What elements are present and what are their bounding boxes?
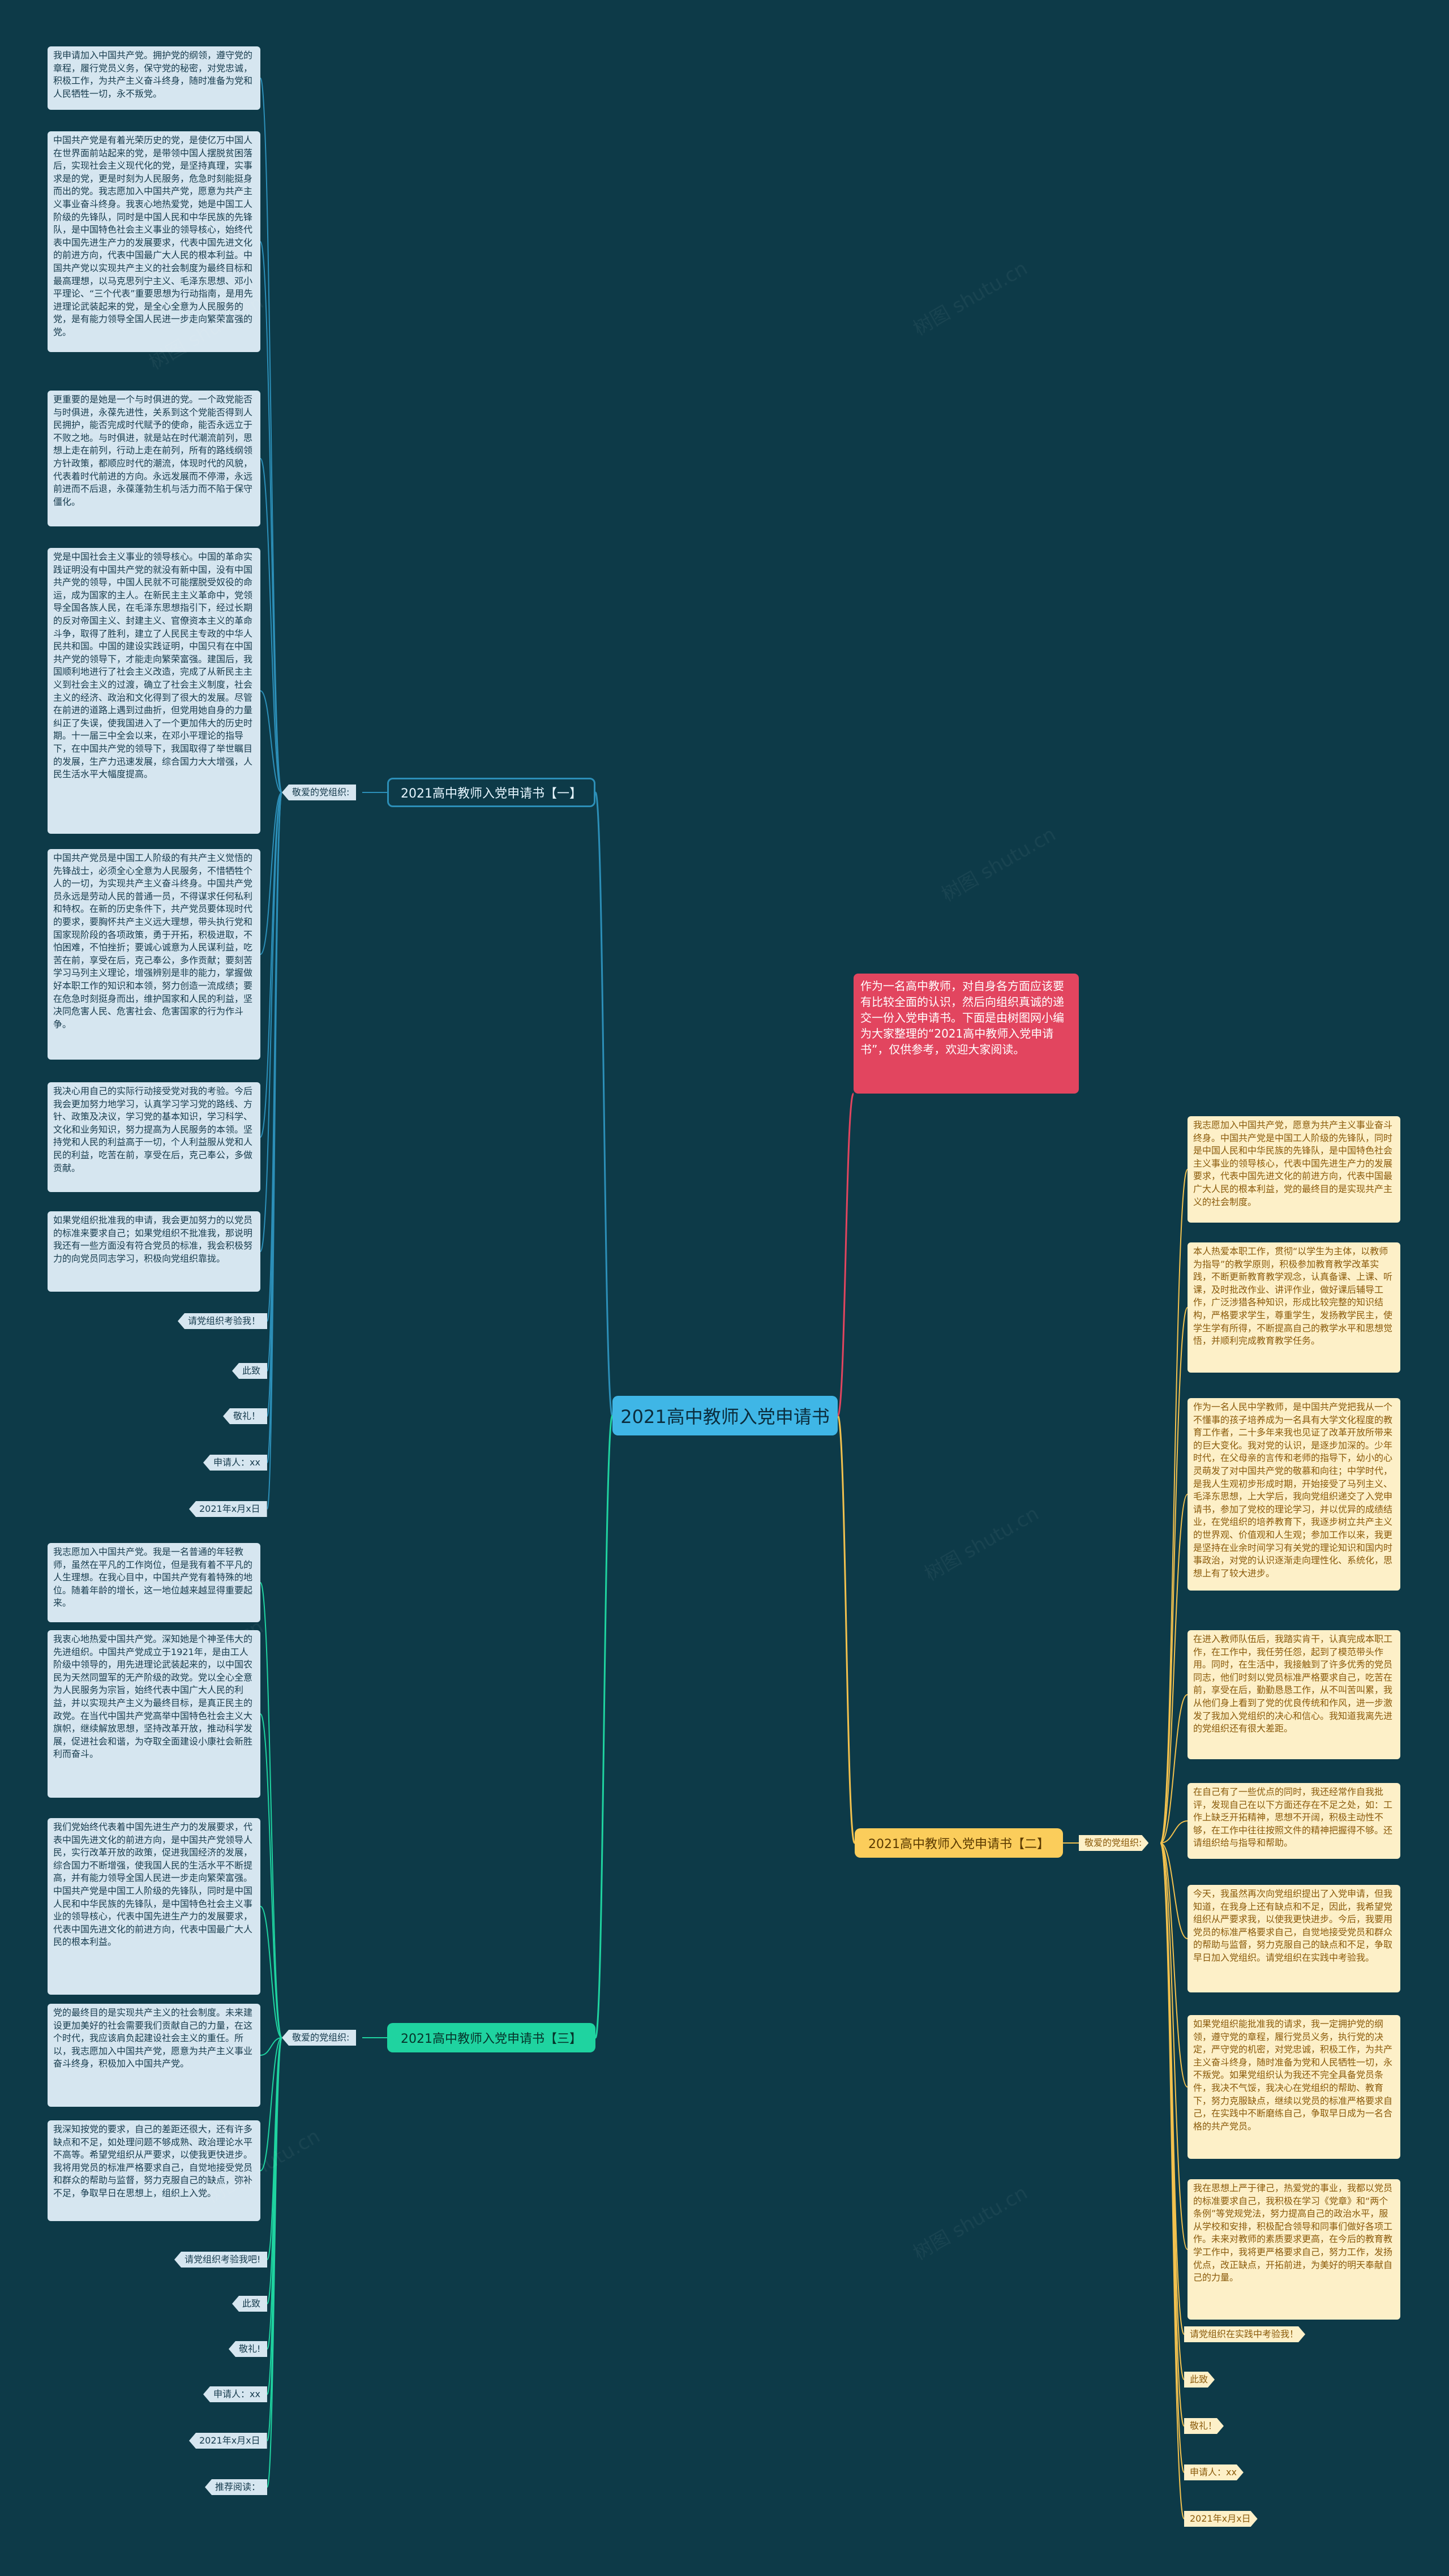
branch3-closing[interactable]: 敬礼!: [229, 2341, 268, 2357]
branch-1-title[interactable]: 2021高中教师入党申请书【一】: [387, 778, 595, 807]
branch1-closing[interactable]: 申请人：xx: [203, 1455, 267, 1471]
branch1-paragraph[interactable]: 中国共产党员是中国工人阶级的有共产主义觉悟的先锋战士，必须全心全意为人民服务，不…: [48, 849, 260, 1060]
branch3-closing[interactable]: 2021年x月x日: [189, 2433, 267, 2449]
branch2-leaf-edge: [1160, 1169, 1188, 1844]
branch3-leaf-edge: [260, 1713, 282, 2038]
branch2-paragraph[interactable]: 作为一名人民中学教师，是中国共产党把我从一个不懂事的孩子培养成为一名具有大学文化…: [1188, 1398, 1400, 1591]
branch1-paragraph[interactable]: 如果党组织批准我的申请，我会更加努力的以党员的标准来要求自己；如果党组织不批准我…: [48, 1211, 260, 1292]
branch3-leaf-edge: [260, 1906, 282, 2038]
branch2-paragraph[interactable]: 如果党组织能批准我的请求，我一定拥护党的纲领，遵守党的章程，履行党员义务，执行党…: [1188, 2015, 1400, 2159]
branch1-paragraph[interactable]: 我申请加入中国共产党。拥护党的纲领，遵守党的章程，履行党员义务，保守党的秘密，对…: [48, 46, 260, 110]
branch1-leaf-edge: [260, 792, 282, 955]
branch1-closing[interactable]: 2021年x月x日: [189, 1501, 267, 1517]
branch1-leaf-edge: [260, 78, 282, 793]
branch2-leaf-edge: [1160, 1842, 1188, 2088]
branch2-closing[interactable]: 敬礼！: [1184, 2418, 1224, 2434]
branch2-leaf-edge: [1160, 1694, 1188, 1844]
branch2-paragraph[interactable]: 在自己有了一些优点的同时，我还经常作自我批评，发现自己在以下方面还存在不足之处，…: [1188, 1783, 1400, 1859]
branch1-paragraph[interactable]: 更重要的是她是一个与时俱进的党。一个政党能否与时俱进，永葆先进性，关系到这个党能…: [48, 391, 260, 526]
branch3-leaf-edge: [267, 2037, 282, 2488]
branch3-closing[interactable]: 申请人：xx: [203, 2386, 267, 2402]
root-node[interactable]: 2021高中教师入党申请书: [612, 1396, 838, 1435]
branch3-leaf-edge: [260, 2037, 282, 2171]
edge-root-branch1: [594, 791, 614, 1417]
branch1-closing[interactable]: 请党组织考验我！: [178, 1313, 268, 1329]
branch2-paragraph[interactable]: 本人热爱本职工作，贯彻“以学生为主体，以教师为指导”的教学原则，积极参加教育教学…: [1188, 1242, 1400, 1373]
branch-3-title[interactable]: 2021高中教师入党申请书【三】: [387, 2023, 595, 2052]
branch-2-salutation[interactable]: 敬爱的党组织:: [1079, 1835, 1148, 1851]
branch1-leaf-edge: [260, 458, 282, 793]
branch3-closing[interactable]: 此致: [232, 2296, 268, 2312]
branch2-leaf-edge: [1160, 1494, 1188, 1844]
branch1-closing[interactable]: 此致: [232, 1363, 268, 1379]
branch3-paragraph[interactable]: 我志愿加入中国共产党。我是一名普通的年轻教师，虽然在平凡的工作岗位，但是我有着不…: [48, 1543, 260, 1622]
branch-1-salutation[interactable]: 敬爱的党组织:: [282, 785, 357, 800]
branch3-closing[interactable]: 推荐阅读：: [205, 2479, 268, 2495]
branch3-paragraph[interactable]: 我们党始终代表着中国先进生产力的发展要求，代表中国先进文化的前进方向，是中国共产…: [48, 1818, 260, 1995]
branch3-closing[interactable]: 请党组织考验我吧!: [174, 2252, 268, 2268]
branch1-leaf-edge: [260, 792, 282, 1252]
edge-root-branch2: [837, 1415, 856, 1844]
branch2-leaf-edge: [1160, 1820, 1188, 1844]
branch1-paragraph[interactable]: 中国共产党是有着光荣历史的党，是使亿万中国人在世界面前站起来的党，是带领中国人摆…: [48, 131, 260, 352]
branch-2-title[interactable]: 2021高中教师入党申请书【二】: [855, 1828, 1063, 1858]
branch3-leaf-edge: [260, 1582, 282, 2038]
branch2-paragraph[interactable]: 今天，我虽然再次向党组织提出了入党申请，但我知道，在我身上还有缺点和不足，因此，…: [1188, 1885, 1400, 1992]
branch2-paragraph[interactable]: 在进入教师队伍后，我踏实肯干，认真完成本职工作，在工作中，我任劳任怨，起到了模范…: [1188, 1630, 1400, 1759]
branch2-closing[interactable]: 2021年x月x日: [1184, 2511, 1258, 2527]
intro-node[interactable]: 作为一名高中教师，对自身各方面应该要有比较全面的认识，然后向组织真诚的递交一份入…: [854, 974, 1079, 1094]
branch1-paragraph[interactable]: 党是中国社会主义事业的领导核心。中国的革命实践证明没有中国共产党的就没有新中国，…: [48, 548, 260, 834]
branch2-leaf-edge: [1160, 1842, 1185, 2519]
branch2-closing[interactable]: 请党组织在实践中考验我！: [1184, 2326, 1305, 2342]
edge-root-intro: [837, 1092, 855, 1417]
branch1-paragraph[interactable]: 我决心用自己的实际行动接受党对我的考验。今后我会更加努力地学习，认真学习学习党的…: [48, 1082, 260, 1192]
branch1-leaf-edge: [267, 792, 282, 1510]
branch1-leaf-edge: [260, 792, 282, 1138]
branch1-leaf-edge: [260, 241, 282, 793]
branch2-leaf-edge: [1160, 1842, 1188, 1939]
branch3-leaf-edge: [260, 2037, 282, 2056]
branch1-leaf-edge: [260, 690, 282, 793]
edge-root-branch3: [594, 1415, 614, 2039]
branch-3-salutation[interactable]: 敬爱的党组织:: [282, 2030, 357, 2046]
branch3-paragraph[interactable]: 我衷心地热爱中国共产党。深知她是个神圣伟大的先进组织。中国共产党成立于1921年…: [48, 1630, 260, 1798]
branch2-leaf-edge: [1160, 1307, 1188, 1844]
branch2-closing[interactable]: 申请人：xx: [1184, 2464, 1244, 2480]
branch1-closing[interactable]: 敬礼！: [223, 1408, 268, 1424]
branch2-paragraph[interactable]: 我志愿加入中国共产党，愿意为共产主义事业奋斗终身。中国共产党是中国工人阶级的先锋…: [1188, 1116, 1400, 1223]
branch3-paragraph[interactable]: 党的最终目的是实现共产主义的社会制度。未来建设更加美好的社会需要我们贡献自己的力…: [48, 2004, 260, 2107]
branch2-paragraph[interactable]: 我在思想上严于律己，热爱党的事业，我都以党员的标准要求自己，我积极在学习《党章》…: [1188, 2179, 1400, 2320]
branch2-closing[interactable]: 此致: [1184, 2372, 1215, 2388]
branch2-leaf-edge: [1160, 1842, 1188, 2250]
branch3-paragraph[interactable]: 我深知按党的要求，自己的差距还很大，还有许多缺点和不足，如处理问题不够成熟、政治…: [48, 2120, 260, 2221]
